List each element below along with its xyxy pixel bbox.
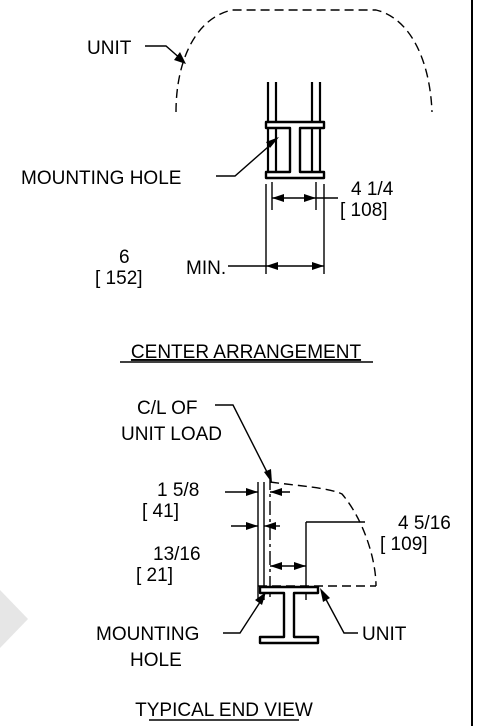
center-dim-outer-in: 6 [119,247,130,268]
dim-a-arrow-left [246,488,258,496]
dim-c-arrow-right [294,562,306,570]
end-unit-label: UNIT [362,624,407,645]
cl-leader [215,404,271,479]
end-dim-a-in: 1 5/8 [157,480,199,501]
dim-b-arrow-right [264,522,276,530]
center-mounting-hole-label: MOUNTING HOLE [21,168,181,189]
end-unit-outline [269,481,377,587]
end-unit-arrow [320,588,330,602]
unit-leader [145,45,183,61]
end-mounting-leader [223,595,265,634]
unit-leader-arrow [174,52,186,64]
end-dim-a-mm: [ 41] [142,501,179,522]
dim-a-arrow-right [270,488,282,496]
unit-outline [175,9,433,113]
end-dim-c-in: 4 5/16 [398,513,451,534]
end-cl-label-line1: C/L OF [137,398,198,419]
end-mounting-arrow [255,592,266,605]
mounting-hole-leader [216,139,277,177]
end-dim-b-mm: [ 21] [136,565,173,586]
decorative-triangle [0,590,28,648]
dim-outer-arrow-right [312,262,324,270]
end-dim-c-mm: [ 109] [380,534,428,555]
dim-outer-arrow-left [266,262,278,270]
end-unit-leader [321,591,358,634]
cl-leader-arrow [264,469,272,483]
dim-b-arrow-left [246,522,258,530]
center-arrangement-view: UNIT MOUNTING HOLE 4 1/4 [ 108] 6 [ 152]… [21,9,433,363]
typical-end-view: C/L OF UNIT LOAD 1 5/8 [ 41] 13/16 [ 21]… [96,398,451,721]
center-dim-inner-in: 4 1/4 [351,179,394,200]
typical-end-view-title: TYPICAL END VIEW [135,700,313,721]
center-dim-inner-mm: [ 108] [340,200,388,221]
dim-inner-arrow-right [304,194,316,202]
end-mounting-line1: MOUNTING [96,624,199,645]
dim-inner-arrow-left [272,194,284,202]
end-mounting-line2: HOLE [130,650,182,671]
center-i-beam [264,120,326,180]
center-dim-outer-mm: [ 152] [95,268,143,289]
dim-c-arrow-left [270,562,282,570]
mounting-hole-arrow [266,137,279,148]
end-dim-b-in: 13/16 [153,544,201,565]
center-unit-label: UNIT [87,38,132,59]
center-arrangement-title: CENTER ARRANGEMENT [131,342,362,363]
center-dim-outer-suffix: MIN. [186,258,226,279]
end-i-beam [258,585,320,645]
end-cl-label-line2: UNIT LOAD [121,424,222,445]
